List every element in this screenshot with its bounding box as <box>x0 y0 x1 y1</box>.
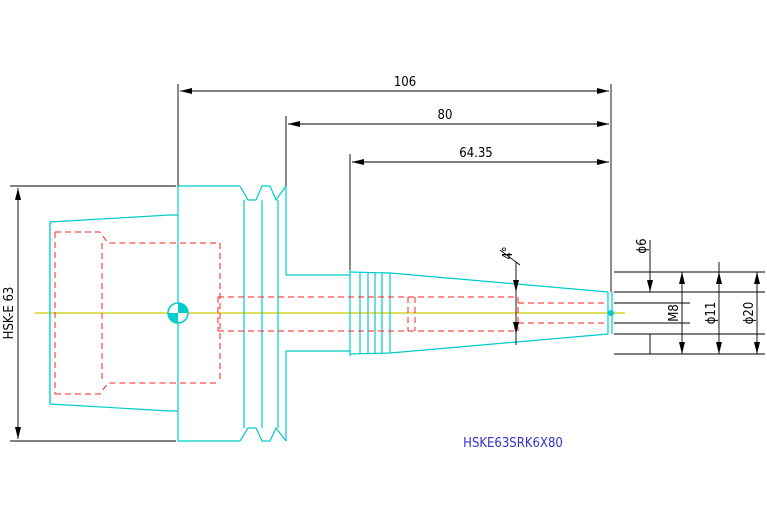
origin-marker <box>167 302 189 324</box>
arrowheads <box>15 88 760 439</box>
dim-thread: M8 <box>667 304 682 322</box>
hsk-taper-outline <box>49 214 178 412</box>
part-number: HSKE63SRK6X80 <box>463 436 563 451</box>
dim-bore-diameter: ϕ6 <box>635 238 650 253</box>
hidden-lines <box>54 231 608 395</box>
dim-body-diameter: ϕ20 <box>742 302 757 325</box>
dim-overall-length: 106 <box>394 75 416 90</box>
dimension-lines <box>10 84 765 442</box>
dim-projection-length: 80 <box>438 108 453 123</box>
dim-taper-length: 64.35 <box>459 146 492 161</box>
flange-outline <box>177 185 287 442</box>
flange-label: HSK-E 63 <box>2 287 17 340</box>
tip-point <box>608 310 614 316</box>
dim-taper-angle: 4° <box>501 246 516 259</box>
dim-nose-diameter: ϕ11 <box>704 302 719 325</box>
